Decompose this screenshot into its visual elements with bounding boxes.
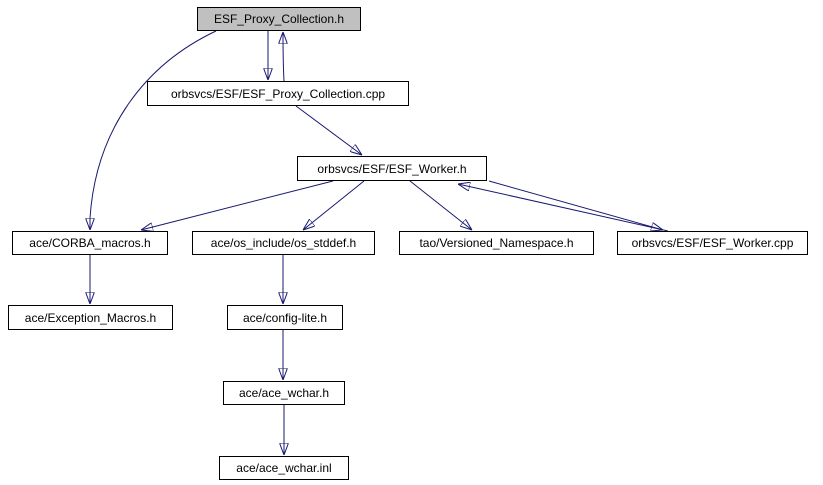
edge-worker-h-to-versioned-ns	[409, 180, 472, 230]
node-ace-config-lite-h[interactable]: ace/config-lite.h	[227, 305, 343, 330]
edge-worker-h-to-os-stddef	[303, 180, 365, 230]
node-esf-proxy-collection-cpp[interactable]: orbsvcs/ESF/ESF_Proxy_Collection.cpp	[147, 81, 409, 106]
node-ace-corba-macros-h[interactable]: ace/CORBA_macros.h	[12, 231, 168, 255]
edge-worker-h-to-corba-macros	[141, 180, 334, 230]
edge-worker-h-to-worker-cpp	[488, 180, 663, 230]
node-ace-os-stddef-h[interactable]: ace/os_include/os_stddef.h	[192, 231, 375, 255]
node-ace-exception-macros-h[interactable]: ace/Exception_Macros.h	[8, 305, 173, 330]
node-ace-ace-wchar-h[interactable]: ace/ace_wchar.h	[223, 381, 345, 405]
edge-proxy-cpp-to-worker-h	[295, 105, 362, 155]
node-tao-versioned-namespace-h[interactable]: tao/Versioned_Namespace.h	[399, 231, 594, 255]
node-esf-worker-h[interactable]: orbsvcs/ESF/ESF_Worker.h	[297, 156, 487, 181]
edge-proxy-h-to-corba-macros	[90, 30, 217, 230]
node-ace-ace-wchar-inl[interactable]: ace/ace_wchar.inl	[219, 456, 349, 480]
edge-proxy-cpp-to-proxy-h	[283, 32, 284, 82]
node-esf-proxy-collection-h: ESF_Proxy_Collection.h	[197, 7, 361, 31]
node-esf-worker-cpp[interactable]: orbsvcs/ESF/ESF_Worker.cpp	[617, 231, 808, 255]
edge-worker-cpp-to-worker-h	[458, 184, 669, 232]
